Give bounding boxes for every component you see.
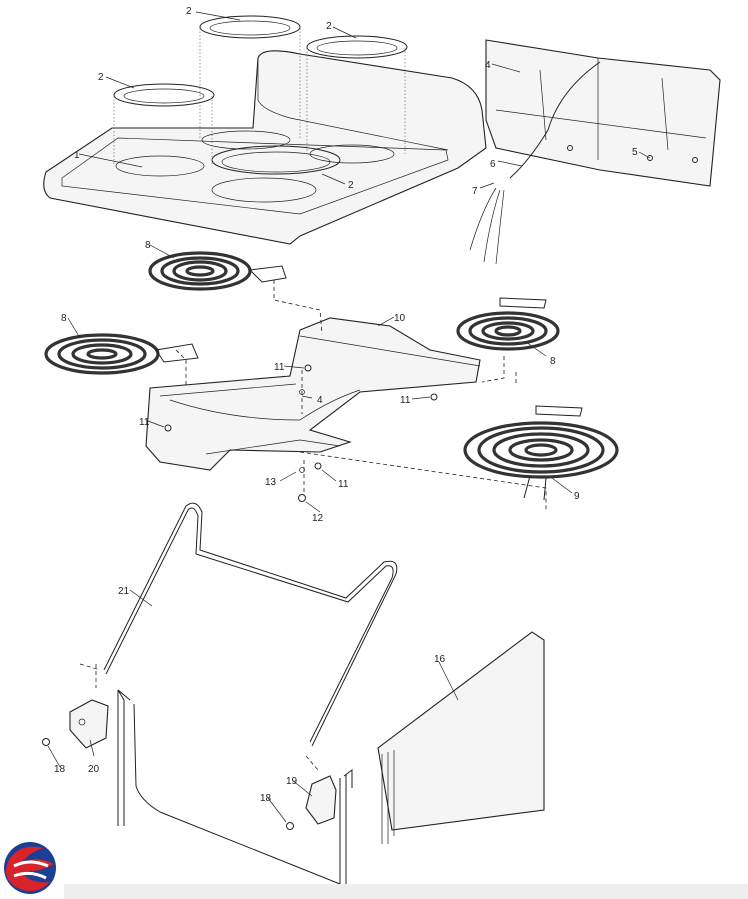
callout-label: 4 xyxy=(485,60,491,71)
cooktop-panel xyxy=(43,50,487,245)
callout-label: 8 xyxy=(145,240,151,251)
callout-label: 5 xyxy=(632,147,638,158)
callout-label: 10 xyxy=(394,313,406,324)
callout-label: 8 xyxy=(550,356,556,367)
callout-label: 8 xyxy=(61,313,67,324)
callout-label: 7 xyxy=(472,186,478,197)
screws xyxy=(164,145,698,502)
callout-label: 2 xyxy=(326,21,332,32)
burner-coil-left xyxy=(44,333,199,375)
burner-box xyxy=(145,317,481,471)
callout-label: 11 xyxy=(400,395,411,406)
oven-rack-wire xyxy=(103,502,398,747)
callout-label: 11 xyxy=(338,479,349,490)
backsplash-panel xyxy=(469,39,721,265)
leader-lines xyxy=(47,11,651,823)
callout-label: 2 xyxy=(186,6,192,17)
callout-label: 13 xyxy=(265,477,277,488)
callout-label: 12 xyxy=(312,513,324,524)
hinge-bracket-right xyxy=(286,769,353,830)
callout-label: 1 xyxy=(74,150,80,161)
hinge-bracket-left xyxy=(42,699,109,749)
callout-label: 2 xyxy=(348,180,354,191)
callout-label: 16 xyxy=(434,654,446,665)
burner-coil-right xyxy=(456,297,560,351)
callout-label: 9 xyxy=(574,491,580,502)
callout-label: 18 xyxy=(54,764,66,775)
callout-label: 11 xyxy=(274,362,285,373)
callout-label: 6 xyxy=(490,159,496,170)
burner-coil-large xyxy=(463,405,619,501)
burner-coil-upper xyxy=(148,251,287,291)
oven-door-panel xyxy=(377,631,545,844)
callout-label: 18 xyxy=(260,793,272,804)
callout-label: 19 xyxy=(286,776,298,787)
callout-labels: 1 2 2 2 2 3 4 4 5 6 7 8 8 8 9 10 11 11 1… xyxy=(54,6,638,804)
oven-frame xyxy=(117,689,347,886)
callout-label: 20 xyxy=(88,764,100,775)
mounting-guides xyxy=(79,280,547,771)
callout-label: 21 xyxy=(118,586,130,597)
callout-label: 11 xyxy=(139,417,150,428)
callout-label: 2 xyxy=(98,72,104,83)
footer-bar xyxy=(64,884,748,899)
callout-label: 4 xyxy=(317,395,323,406)
drip-bowl-rings xyxy=(113,15,408,175)
red-blue-swirl-logo-icon xyxy=(4,842,56,894)
